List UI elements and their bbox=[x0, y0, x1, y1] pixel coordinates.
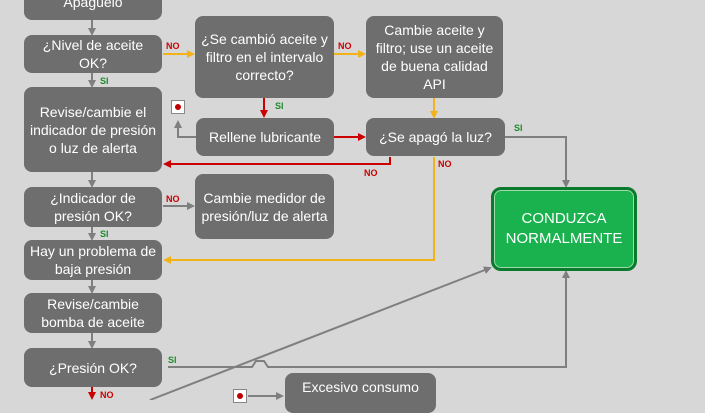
connector-layer bbox=[88, 20, 570, 400]
label-no-indicador: NO bbox=[166, 194, 180, 204]
box-cambie-medidor: Cambie medidor de presión/luz de alerta bbox=[195, 174, 334, 239]
box-cambie-aceite: Cambie aceite y filtro; use un aceite de… bbox=[366, 16, 503, 98]
arrow-presion-si bbox=[168, 270, 570, 368]
box-apaguelo: Apáguelo bbox=[24, 0, 162, 20]
label-si-indicador: SI bbox=[100, 229, 109, 239]
label-si-presion: SI bbox=[168, 355, 177, 365]
box-indicador-ok: ¿Indicador de presión OK? bbox=[24, 187, 162, 227]
label-si-secambio: SI bbox=[275, 101, 284, 111]
box-rellene: Rellene lubricante bbox=[196, 118, 334, 156]
box-revise-indicador: Revise/cambie el indicador de presión o … bbox=[24, 87, 162, 172]
arrow-seapago-no-yellow bbox=[163, 157, 435, 264]
box-se-apago: ¿Se apagó la luz? bbox=[366, 118, 505, 156]
arrow-diagonal-to-conduzca bbox=[149, 266, 492, 400]
box-se-cambio: ¿Se cambió aceite y filtro en el interva… bbox=[195, 16, 334, 98]
label-no-nivel: NO bbox=[166, 41, 180, 51]
label-no-seapago-red: NO bbox=[364, 168, 378, 178]
box-excesivo: Excesivo consumo bbox=[285, 373, 436, 413]
stop-icon bbox=[171, 100, 185, 114]
box-problema: Hay un problema de baja presión bbox=[24, 240, 162, 280]
label-no-seapago: NO bbox=[438, 159, 452, 169]
stop-icon bbox=[233, 389, 247, 403]
arrow-rellene-to-revise bbox=[174, 120, 196, 138]
label-no-presion: NO bbox=[100, 390, 114, 400]
arrow-seapago-no-red bbox=[163, 157, 391, 168]
box-nivel-aceite: ¿Nivel de aceite OK? bbox=[24, 35, 162, 73]
box-revise-bomba: Revise/cambie bomba de aceite bbox=[24, 293, 162, 333]
box-presion-ok: ¿Presión OK? bbox=[24, 348, 162, 387]
label-si-seapago: SI bbox=[514, 123, 523, 133]
box-conduzca: CONDUZCA NORMALMENTE bbox=[491, 187, 637, 271]
label-si-nivel: SI bbox=[100, 76, 109, 86]
label-no-secambio: NO bbox=[338, 41, 352, 51]
arrow-seapago-si bbox=[505, 136, 570, 188]
